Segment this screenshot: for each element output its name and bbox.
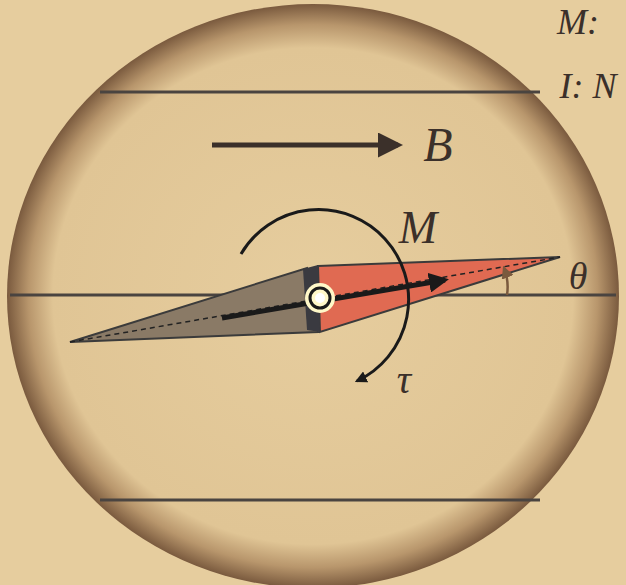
torque-label: τ	[397, 360, 411, 400]
angle-label: θ	[569, 257, 588, 295]
field-label: B	[423, 121, 452, 169]
legend-symbol: M:	[557, 4, 599, 40]
field-arrow	[212, 143, 398, 148]
torque-arrow	[241, 210, 409, 381]
moment-label: M	[399, 205, 437, 251]
pivot	[310, 288, 330, 308]
legend-symbol: I: N	[560, 68, 617, 104]
field-line	[100, 91, 540, 94]
field-line	[100, 499, 540, 502]
pivot-ring	[305, 283, 335, 313]
compass-lens	[7, 4, 619, 585]
angle-arc	[504, 268, 508, 295]
needle-south	[70, 268, 318, 342]
moment-arrow	[222, 280, 445, 318]
needle-axis	[70, 257, 560, 342]
pivot-center	[315, 293, 325, 303]
